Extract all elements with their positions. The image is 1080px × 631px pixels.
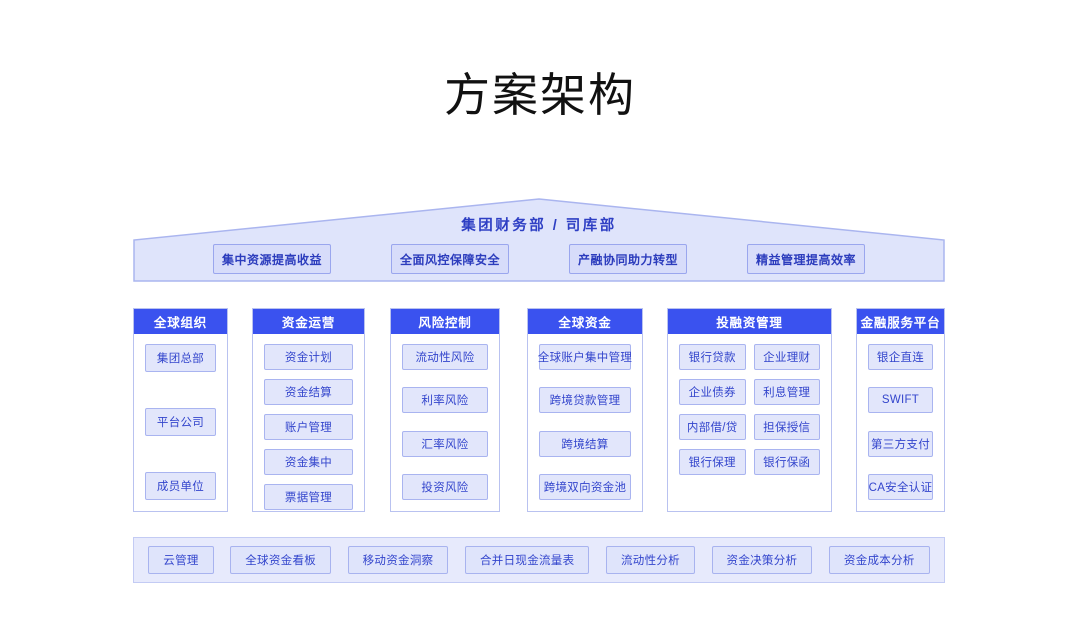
column-header: 风险控制: [391, 309, 499, 334]
column-item[interactable]: SWIFT: [868, 387, 933, 414]
column-item[interactable]: 资金结算: [264, 379, 353, 405]
column-global-organization: 全球组织 集团总部 平台公司 成员单位: [133, 308, 228, 512]
roof-pill[interactable]: 全面风控保障安全: [391, 244, 509, 274]
column-risk-control: 风险控制 流动性风险 利率风险 汇率风险 投资风险: [390, 308, 500, 512]
column-body: 资金计划 资金结算 账户管理 资金集中 票据管理: [253, 334, 364, 512]
foundation-item[interactable]: 全球资金看板: [230, 546, 332, 574]
column-item[interactable]: 平台公司: [145, 408, 216, 436]
foundation-item[interactable]: 流动性分析: [605, 546, 695, 574]
column-item[interactable]: 资金集中: [264, 449, 353, 475]
column-item[interactable]: 企业理财: [753, 344, 820, 370]
column-item[interactable]: 银企直连: [868, 344, 933, 370]
column-item[interactable]: 银行贷款: [679, 344, 746, 370]
column-item[interactable]: 跨境结算: [539, 430, 631, 457]
column-investment-financing: 投融资管理 银行贷款 企业理财 企业债券 利息管理 内部借/贷 担保授信 银行保…: [667, 308, 832, 512]
roof-pill[interactable]: 产融协同助力转型: [569, 244, 687, 274]
column-item[interactable]: 流动性风险: [402, 344, 488, 370]
column-item[interactable]: 集团总部: [145, 344, 216, 372]
foundation-item[interactable]: 云管理: [148, 546, 214, 574]
column-item[interactable]: 成员单位: [145, 472, 216, 500]
column-item[interactable]: 银行保函: [753, 449, 820, 475]
column-header: 全球组织: [134, 309, 227, 334]
page-title: 方案架构: [444, 69, 636, 121]
roof-shape-icon: [133, 198, 945, 282]
foundation-item[interactable]: 移动资金洞察: [347, 546, 449, 574]
column-body: 集团总部 平台公司 成员单位: [134, 334, 227, 512]
column-item[interactable]: 全球账户集中管理: [538, 344, 632, 370]
column-item[interactable]: 票据管理: [264, 484, 353, 510]
column-body: 流动性风险 利率风险 汇率风险 投资风险: [391, 334, 499, 512]
column-item[interactable]: 担保授信: [753, 414, 820, 440]
column-global-funds: 全球资金 全球账户集中管理 跨境贷款管理 跨境结算 跨境双向资金池: [527, 308, 643, 512]
column-body: 全球账户集中管理 跨境贷款管理 跨境结算 跨境双向资金池: [528, 334, 642, 512]
column-item[interactable]: 内部借/贷: [679, 414, 746, 440]
pillar-columns: 全球组织 集团总部 平台公司 成员单位 资金运营 资金计划 资金结算 账户管理 …: [133, 308, 945, 512]
roof-pill-group: 集中资源提高收益 全面风控保障安全 产融协同助力转型 精益管理提高效率: [133, 244, 945, 274]
foundation-item[interactable]: 合并日现金流量表: [465, 546, 590, 574]
column-treasury-operations: 资金运营 资金计划 资金结算 账户管理 资金集中 票据管理: [252, 308, 365, 512]
roof-banner: 集团财务部 / 司库部 集中资源提高收益 全面风控保障安全 产融协同助力转型 精…: [133, 198, 945, 282]
column-item[interactable]: 账户管理: [264, 414, 353, 440]
column-item[interactable]: 利率风险: [402, 387, 488, 414]
column-financial-service-platform: 金融服务平台 银企直连 SWIFT 第三方支付 CA安全认证: [856, 308, 945, 512]
column-item[interactable]: 跨境贷款管理: [539, 387, 631, 414]
column-item[interactable]: 跨境双向资金池: [539, 473, 631, 500]
column-item[interactable]: 银行保理: [679, 449, 746, 475]
roof-pill[interactable]: 精益管理提高效率: [747, 244, 865, 274]
column-item[interactable]: 企业债券: [679, 379, 746, 405]
column-item[interactable]: 利息管理: [753, 379, 820, 405]
column-header: 投融资管理: [668, 309, 831, 334]
foundation-item[interactable]: 资金成本分析: [828, 546, 930, 574]
roof-label: 集团财务部 / 司库部: [461, 218, 617, 234]
column-body: 银行贷款 企业理财 企业债券 利息管理 内部借/贷 担保授信 银行保理 银行保函: [668, 334, 831, 512]
roof-pill[interactable]: 集中资源提高收益: [213, 244, 331, 274]
column-header: 资金运营: [253, 309, 364, 334]
column-item[interactable]: 汇率风险: [402, 430, 488, 457]
column-item[interactable]: CA安全认证: [868, 473, 933, 500]
column-header: 全球资金: [528, 309, 642, 334]
foundation-bar: 云管理 全球资金看板 移动资金洞察 合并日现金流量表 流动性分析 资金决策分析 …: [133, 537, 945, 583]
column-item[interactable]: 第三方支付: [868, 430, 933, 457]
column-body: 银企直连 SWIFT 第三方支付 CA安全认证: [857, 334, 944, 512]
column-item[interactable]: 投资风险: [402, 473, 488, 500]
column-header: 金融服务平台: [857, 309, 944, 334]
foundation-item[interactable]: 资金决策分析: [711, 546, 813, 574]
column-item[interactable]: 资金计划: [264, 344, 353, 370]
